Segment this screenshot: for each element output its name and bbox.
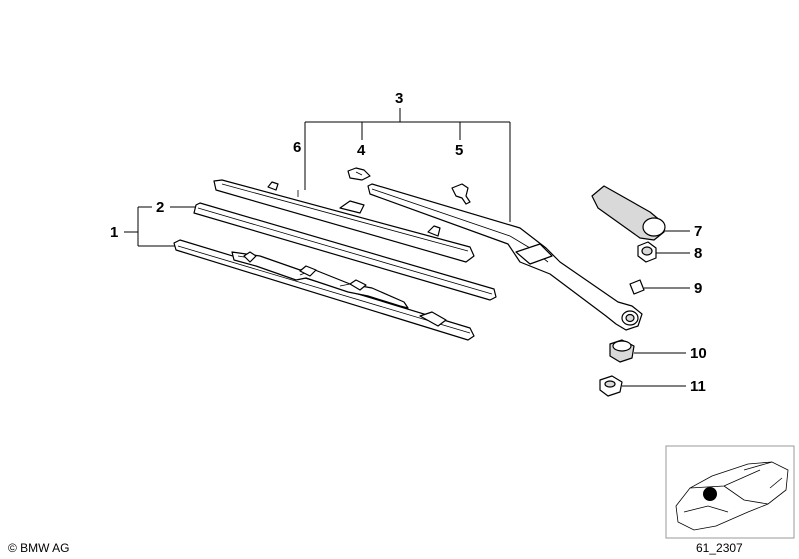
wiper-arm-part-3 (367, 183, 643, 331)
clip-part-5 (451, 183, 471, 205)
location-marker-icon (703, 487, 717, 501)
clip-part-4 (347, 167, 371, 181)
car-outline-icon (675, 461, 789, 531)
callout-9: 9 (694, 280, 702, 297)
callout-1: 1 (110, 224, 118, 241)
callout-4: 4 (357, 142, 366, 159)
callout-5: 5 (455, 142, 463, 159)
callout-11: 11 (690, 378, 706, 395)
callout-3: 3 (395, 90, 403, 107)
callout-2: 2 (156, 199, 164, 216)
bracket-3 (304, 108, 511, 222)
wiper-rubber-part-2 (193, 202, 497, 301)
copyright-label: © BMW AG (8, 541, 70, 555)
callout-7: 7 (694, 223, 702, 240)
washer-part-9 (629, 279, 690, 295)
spoiler-part-6 (213, 179, 475, 263)
locator-thumbnail (665, 445, 795, 539)
callout-8: 8 (694, 245, 702, 262)
diagram-code-label: 61_2307 (696, 541, 743, 555)
bracket-1 (124, 206, 196, 247)
callout-10: 10 (690, 345, 707, 362)
bushing-part-10 (609, 339, 686, 363)
grommet-part-11 (599, 375, 686, 397)
wiper-blade-part-1 (173, 239, 475, 341)
nut-part-8 (637, 241, 690, 263)
cover-cap-part-7 (591, 185, 690, 241)
callout-6: 6 (293, 139, 301, 156)
